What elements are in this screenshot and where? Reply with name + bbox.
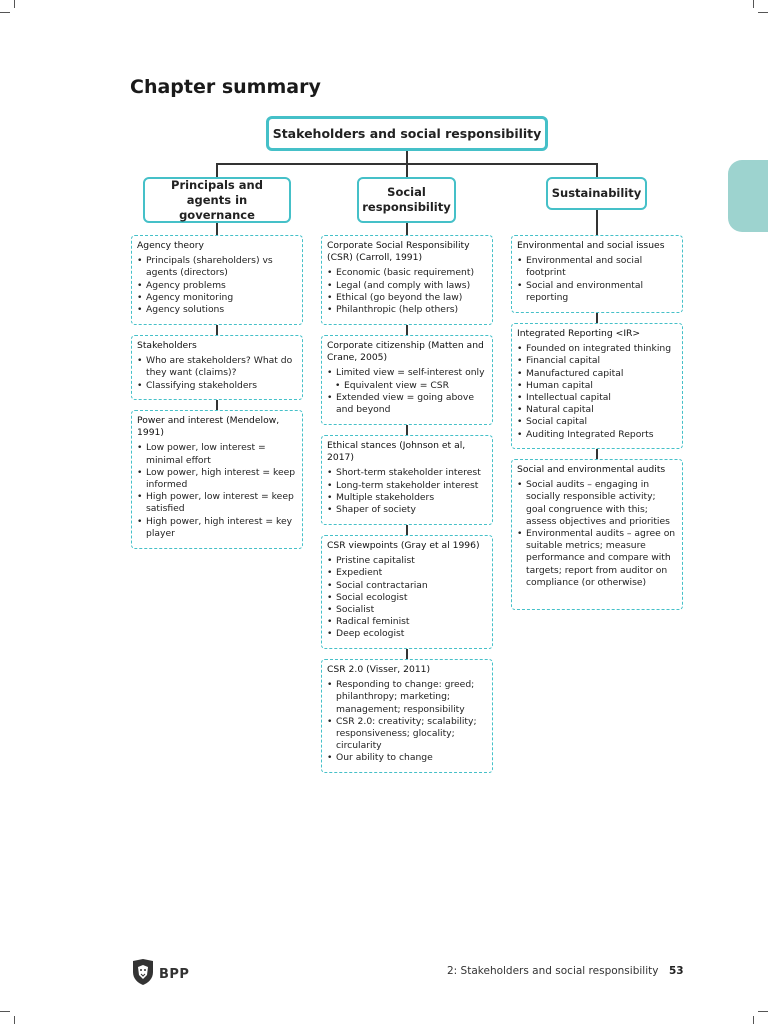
list-item: Founded on integrated thinking (517, 343, 677, 355)
list-item: Agency monitoring (137, 292, 297, 304)
list-item: Expedient (327, 567, 487, 579)
connector-col1-a (216, 324, 218, 336)
bpp-logo: BPP (131, 958, 189, 990)
list-item: Philanthropic (help others) (327, 304, 487, 316)
branch-principals-agents: Principals and agents in governance (143, 177, 291, 223)
node-title: Ethical stances (Johnson et al, 2017) (327, 440, 466, 464)
connector-branch-3 (596, 163, 598, 177)
node-title: Power and interest (Mendelow, 1991) (137, 415, 280, 439)
page-title: Chapter summary (130, 76, 321, 98)
node-stakeholders: Stakeholders Who are stakeholders? What … (131, 335, 303, 400)
connector-col2 (406, 222, 408, 236)
footer-chapter: 2: Stakeholders and social responsibilit… (447, 965, 659, 977)
crop-mark-top-left (0, 12, 10, 13)
crop-mark-bottom-right (758, 1011, 768, 1012)
list-item: Agency problems (137, 280, 297, 292)
list-item: Multiple stakeholders (327, 492, 487, 504)
node-title: Corporate Social Responsibility (CSR) (C… (327, 240, 470, 264)
crop-mark-top-right-v (753, 0, 754, 8)
list-item: Social audits – engaging in socially res… (517, 479, 677, 528)
list-item: Extended view = going above and beyond (327, 392, 487, 416)
root-node: Stakeholders and social responsibility (266, 116, 548, 151)
connector-col3 (596, 209, 598, 236)
list-item: Social contractarian (327, 580, 487, 592)
list-item: Social and environmental reporting (517, 280, 677, 304)
node-corporate-citizenship: Corporate citizenship (Matten and Crane,… (321, 335, 493, 425)
list-item: Ethical (go beyond the law) (327, 292, 487, 304)
list-item: High power, low interest = keep satisfie… (137, 491, 297, 515)
list-item: Financial capital (517, 355, 677, 367)
connector-branch-2 (406, 163, 408, 177)
node-title: Social and environmental audits (517, 464, 666, 475)
crop-mark-bottom-right-v (753, 1016, 754, 1024)
list-item: Socialist (327, 604, 487, 616)
branch-sustainability: Sustainability (546, 177, 647, 210)
node-power-interest: Power and interest (Mendelow, 1991) Low … (131, 410, 303, 549)
list-item: Economic (basic requirement) (327, 267, 487, 279)
list-item: Shaper of society (327, 504, 487, 516)
logo-text: BPP (159, 966, 190, 982)
list-item: Limited view = self-interest only (327, 367, 487, 379)
list-item: Auditing Integrated Reports (517, 429, 677, 441)
crop-mark-bottom-left (0, 1011, 10, 1012)
list-item: Long-term stakeholder interest (327, 480, 487, 492)
list-item: Human capital (517, 380, 677, 392)
list-item-sub: Equivalent view = CSR (327, 380, 487, 392)
list-item: Environmental audits – agree on suitable… (517, 528, 677, 589)
list-item: Responding to change: greed; philanthrop… (327, 679, 487, 716)
list-item: Environmental and social footprint (517, 255, 677, 279)
list-item: Classifying stakeholders (137, 380, 297, 392)
list-item: High power, high interest = key player (137, 516, 297, 540)
node-csr-carroll: Corporate Social Responsibility (CSR) (C… (321, 235, 493, 325)
node-integrated-reporting: Integrated Reporting <IR> Founded on int… (511, 323, 683, 449)
node-ethical-stances: Ethical stances (Johnson et al, 2017) Sh… (321, 435, 493, 525)
list-item: Intellectual capital (517, 392, 677, 404)
list-item: Short-term stakeholder interest (327, 467, 487, 479)
crop-mark-bottom-left-v (14, 1016, 15, 1024)
lion-shield-icon (131, 958, 155, 990)
node-csr-2-0: CSR 2.0 (Visser, 2011) Responding to cha… (321, 659, 493, 773)
list-item: Manufactured capital (517, 368, 677, 380)
connector-col2-a (406, 324, 408, 336)
list-item: Social ecologist (327, 592, 487, 604)
connector-root-down (406, 150, 408, 164)
list-item: Low power, high interest = keep informed (137, 467, 297, 491)
connector-branch-1 (216, 163, 218, 177)
connector-col1-b (216, 399, 218, 411)
crop-mark-top-right (758, 12, 768, 13)
list-item: Low power, low interest = minimal effort (137, 442, 297, 466)
chapter-tab (728, 160, 768, 232)
node-environmental-social-issues: Environmental and social issues Environm… (511, 235, 683, 313)
crop-mark-top-left-v (14, 0, 15, 8)
list-item: CSR 2.0: creativity; scalability; respon… (327, 716, 487, 753)
connector-col2-b (406, 424, 408, 436)
list-item: Social capital (517, 416, 677, 428)
node-social-environmental-audits: Social and environmental audits Social a… (511, 459, 683, 610)
connector-col2-d (406, 648, 408, 660)
branch-social-responsibility: Social responsibility (357, 177, 456, 223)
list-item: Principals (shareholders) vs agents (dir… (137, 255, 297, 279)
list-item: Deep ecologist (327, 628, 487, 640)
node-agency-theory: Agency theory Principals (shareholders) … (131, 235, 303, 325)
page-number: 53 (669, 965, 684, 977)
node-title: Environmental and social issues (517, 240, 665, 251)
list-item: Radical feminist (327, 616, 487, 628)
connector-col2-c (406, 524, 408, 536)
list-item: Legal (and comply with laws) (327, 280, 487, 292)
node-title: Corporate citizenship (Matten and Crane,… (327, 340, 484, 364)
node-title: Agency theory (137, 240, 204, 251)
node-title: CSR 2.0 (Visser, 2011) (327, 664, 431, 675)
list-item: Who are stakeholders? What do they want … (137, 355, 297, 379)
list-item: Our ability to change (327, 752, 487, 764)
node-title: Integrated Reporting <IR> (517, 328, 641, 339)
list-item: Agency solutions (137, 304, 297, 316)
connector-col1 (216, 222, 218, 236)
connector-col3-a (596, 312, 598, 324)
node-title: Stakeholders (137, 340, 197, 351)
connector-col3-b (596, 448, 598, 460)
list-item: Natural capital (517, 404, 677, 416)
node-csr-viewpoints: CSR viewpoints (Gray et al 1996) Pristin… (321, 535, 493, 649)
node-title: CSR viewpoints (Gray et al 1996) (327, 540, 480, 551)
list-item: Pristine capitalist (327, 555, 487, 567)
